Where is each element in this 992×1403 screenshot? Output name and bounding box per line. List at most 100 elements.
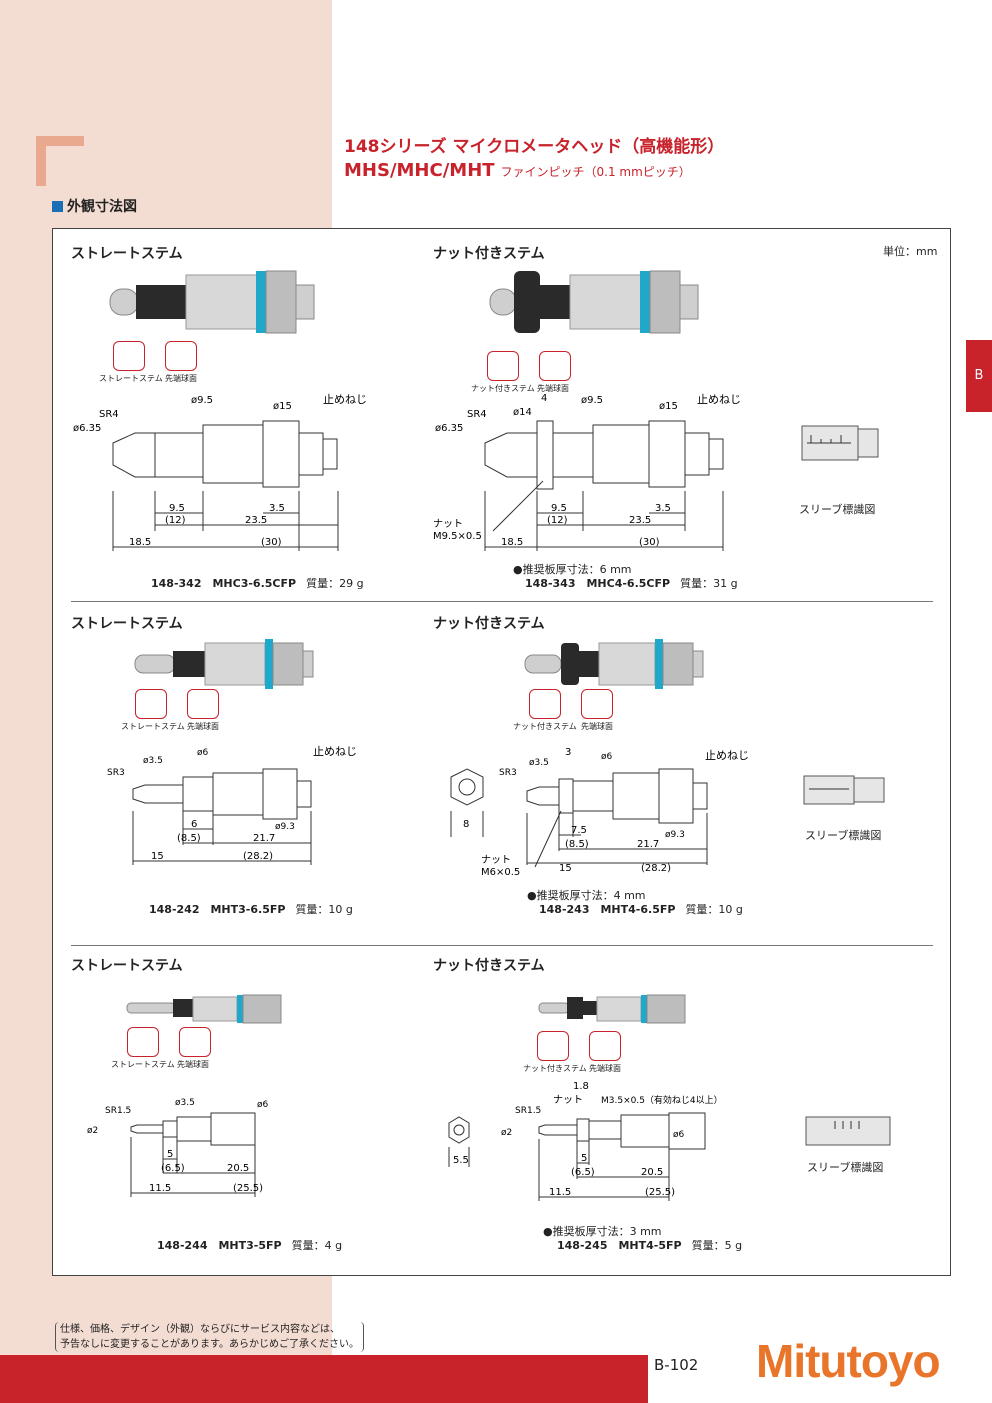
- mass: 質量：31 g: [680, 577, 738, 590]
- ball-tip-icon-label: 先端球面: [177, 1060, 209, 1069]
- sleeve-figure-label: スリーブ標識図: [799, 503, 876, 516]
- stop-screw-label: 止めねじ: [323, 393, 367, 406]
- model-number: 148-342 MHC3-6.5CFP: [151, 577, 297, 590]
- recommended-plate-thickness: ●推奨板厚寸法：4 mm: [527, 889, 646, 902]
- dim-d: 15: [559, 863, 572, 874]
- disclaimer-note: 仕様、価格、デザイン（外観）ならびにサービス内容などは、 予告なしに変更すること…: [55, 1322, 364, 1352]
- dim-a: 5: [581, 1153, 587, 1164]
- nut-stem-icon: [529, 689, 561, 719]
- dimension-drawing-mhc3: 9.5 3.5 (12) 23.5 18.5 (30) ø9.5 ø15 ø6.…: [73, 393, 367, 551]
- ball-tip-icon: [539, 351, 571, 381]
- straight-stem-icon: [113, 341, 145, 371]
- nut-stem-icon-label: ナット付きステム: [523, 1064, 587, 1073]
- chapter-tab[interactable]: B: [966, 340, 992, 412]
- footer-red-bar: [0, 1355, 648, 1403]
- square-bullet-icon: [52, 201, 63, 212]
- straight-stem-icon-label: ストレートステム: [111, 1060, 175, 1069]
- dim-d2: ø2: [501, 1128, 512, 1138]
- nut-stem-icon: [487, 351, 519, 381]
- dim-sr: SR4: [99, 409, 119, 420]
- recommended-plate-thickness: ●推奨板厚寸法：6 mm: [513, 563, 632, 576]
- sleeve-scale-figure: [805, 1116, 891, 1146]
- page-subtitle: MHS/MHC/MHT ファインピッチ（0.1 mmピッチ）: [344, 160, 691, 181]
- dim-e: (28.2): [641, 863, 671, 874]
- model-number: 148-242 MHT3-6.5FP: [149, 903, 286, 916]
- row1-right-title: ナット付きステム: [433, 246, 545, 262]
- nut-spec: M9.5×0.5: [433, 531, 482, 542]
- dim-c: (12): [165, 515, 186, 526]
- dim-dia: ø6: [197, 748, 209, 758]
- page-title: 148シリーズ マイクロメータヘッド（高機能形）: [344, 137, 725, 157]
- model-148-245: 148-245 MHT4-5FP 質量：5 g: [557, 1237, 742, 1253]
- dim-e: (25.5): [645, 1187, 675, 1198]
- dim-d93: ø9.3: [275, 822, 295, 832]
- nut-label: ナット: [553, 1094, 583, 1106]
- dim-w4: 4: [541, 393, 547, 404]
- recommended-plate-thickness: ●推奨板厚寸法：3 mm: [543, 1225, 662, 1238]
- row2-left-title: ストレートステム: [71, 616, 183, 632]
- dim-w18: 1.8: [573, 1081, 589, 1092]
- nut-label: ナット: [433, 518, 463, 530]
- dim-b: 3.5: [269, 503, 285, 514]
- nut-spec: M6×0.5: [481, 867, 520, 878]
- dim-d35: ø3.5: [529, 758, 549, 768]
- dim-f: (30): [261, 537, 282, 548]
- nut-label: ナット: [481, 854, 511, 866]
- dim-c: 21.7: [253, 833, 275, 844]
- dim-b: (8.5): [177, 833, 201, 844]
- dim-d635: ø6.35: [73, 423, 101, 434]
- dim-b: (6.5): [161, 1163, 185, 1174]
- unit-label: 単位：mm: [883, 245, 938, 258]
- series-models: MHS/MHC/MHT: [344, 160, 495, 181]
- dim-c: 20.5: [227, 1163, 249, 1174]
- stop-screw-label: 止めねじ: [697, 393, 741, 406]
- dimension-drawing-mht4-65: 8 3 7.5 (8.5) 21.7 15 (28.2) ø6 ø3.5 SR3…: [450, 747, 749, 878]
- dimension-drawing-mht3-65: 6 (8.5) 21.7 15 (28.2) ø6 ø3.5 SR3 ø9.3 …: [107, 745, 357, 865]
- dim-a: 9.5: [551, 503, 567, 514]
- dim-b: (6.5): [571, 1167, 595, 1178]
- ball-tip-icon-label: 先端球面: [187, 722, 219, 731]
- dim-sr: SR1.5: [515, 1106, 541, 1116]
- mitutoyo-logo: Mitutoyo: [756, 1335, 941, 1387]
- mass: 質量：5 g: [691, 1239, 743, 1252]
- product-photo-mht3-65: [134, 639, 314, 689]
- dim-e: 18.5: [129, 537, 151, 548]
- product-photo-mht4-65: [524, 639, 704, 689]
- dim-b: 3.5: [655, 503, 671, 514]
- straight-stem-icon: [127, 1027, 159, 1057]
- dim-hex: 8: [463, 819, 469, 830]
- mass: 質量：4 g: [291, 1239, 343, 1252]
- product-photo-mht3-5: [126, 994, 282, 1024]
- pitch-note: ファインピッチ（0.1 mmピッチ）: [500, 165, 691, 179]
- ball-tip-icon-label: 先端球面: [537, 384, 569, 393]
- drawing-frame: 単位：mm ストレートステム ナット付きステム ストレートステム 先端球面 ナッ…: [52, 228, 951, 1276]
- row1-left-title: ストレートステム: [71, 246, 183, 262]
- model-number: 148-245 MHT4-5FP: [557, 1239, 682, 1252]
- dim-d15: ø15: [659, 401, 678, 412]
- ball-tip-icon: [165, 341, 197, 371]
- mass: 質量：10 g: [685, 903, 743, 916]
- product-photo-mhc3: [109, 270, 315, 334]
- dim-a: 9.5: [169, 503, 185, 514]
- thread-spec: M3.5×0.5（有効ねじ4以上）: [601, 1094, 723, 1106]
- page-number: B-102: [654, 1356, 699, 1374]
- dim-c: 21.7: [637, 839, 659, 850]
- product-photo-mht4-5: [538, 994, 686, 1024]
- row-separator: [71, 601, 933, 602]
- straight-stem-icon-label: ストレートステム: [99, 374, 163, 383]
- dim-a: 6: [191, 819, 197, 830]
- nut-stem-icon-label: ナット付きステム: [513, 722, 577, 731]
- dim-e: (25.5): [233, 1183, 263, 1194]
- disclaimer-line1: 仕様、価格、デザイン（外観）ならびにサービス内容などは、: [60, 1324, 340, 1335]
- dim-f: (30): [639, 537, 660, 548]
- dim-d14: ø14: [513, 407, 532, 418]
- dim-d: 11.5: [149, 1183, 171, 1194]
- product-photo-mhc4: [489, 270, 699, 334]
- dim-w3: 3: [565, 747, 571, 758]
- dim-d: 15: [151, 851, 164, 862]
- ball-tip-icon: [187, 689, 219, 719]
- model-number: 148-244 MHT3-5FP: [157, 1239, 282, 1252]
- sleeve-figure-label: スリーブ標識図: [807, 1161, 884, 1174]
